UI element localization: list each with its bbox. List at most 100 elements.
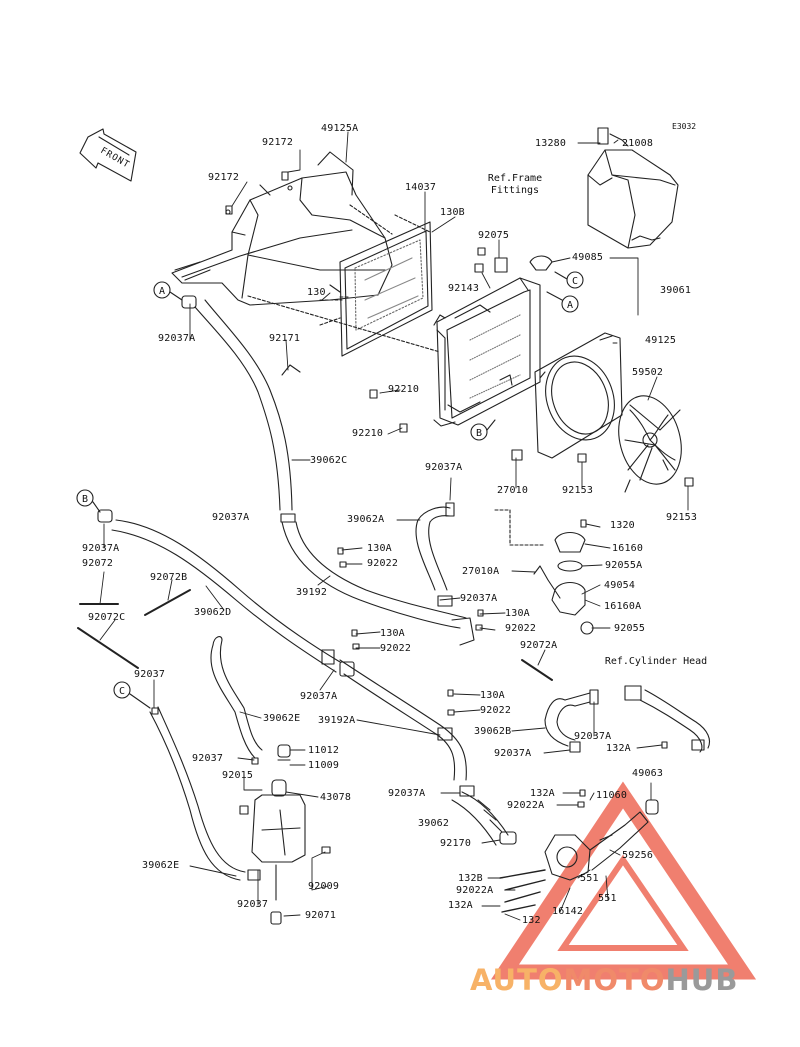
part-label: 92037A: [460, 593, 498, 604]
part-label: 59502: [632, 367, 664, 378]
part-label: 132A: [448, 900, 473, 911]
watermark-triangle: [490, 781, 757, 980]
part-label: 92037A: [574, 731, 612, 742]
part-label: 43078: [320, 792, 352, 803]
part-label: 39062: [418, 818, 450, 829]
part-label: 92153: [666, 512, 698, 523]
ref-frame-fittings: Ref.Frame Fittings: [487, 173, 543, 196]
part-label: 49063: [632, 768, 664, 779]
part-label: 92037A: [212, 512, 250, 523]
part-label: 130A: [505, 608, 530, 619]
part-label: 92072: [82, 558, 114, 569]
part-label: 92170: [440, 838, 472, 849]
part-label: 130A: [380, 628, 405, 639]
part-label: 92022A: [456, 885, 494, 896]
watermark-part2: MOTO: [563, 963, 666, 997]
part-label: 92037A: [82, 543, 120, 554]
part-label: 1320: [610, 520, 635, 531]
part-label: 92143: [448, 283, 480, 294]
frame-fittings: [587, 127, 679, 249]
part-label: 130A: [480, 690, 505, 701]
part-label: 49125: [645, 335, 677, 346]
part-label: 130B: [440, 207, 465, 218]
part-label: 132B: [458, 873, 483, 884]
part-label: 39062E: [142, 860, 180, 871]
part-label: 11012: [308, 745, 340, 756]
part-label: 92037A: [425, 462, 463, 473]
part-label: 16160: [612, 543, 644, 554]
hose-39192a: [339, 659, 467, 781]
callout-a-right: A: [567, 300, 573, 311]
part-label: 27010A: [462, 566, 500, 577]
part-label: 92022: [367, 558, 399, 569]
part-label: 132: [522, 915, 541, 926]
part-label: 21008: [622, 138, 654, 149]
part-label: 92153: [562, 485, 594, 496]
part-label: 49054: [604, 580, 636, 591]
part-label: 13280: [535, 138, 567, 149]
diagram-code: E3032: [672, 122, 697, 131]
part-label: 92037A: [300, 691, 338, 702]
hose-right: [624, 685, 711, 753]
part-label: 39062D: [194, 607, 232, 618]
part-label: 92171: [269, 333, 301, 344]
part-label: 39192A: [318, 715, 356, 726]
part-label: 551: [598, 893, 617, 904]
fan-shroud: [534, 332, 623, 459]
callout-circles: [76, 271, 584, 709]
air-duct: [171, 151, 393, 306]
part-label: 92072C: [88, 612, 126, 623]
part-label: 551: [580, 873, 599, 884]
part-label: 11009: [308, 760, 340, 771]
callout-b-right: B: [476, 428, 482, 439]
hose-39062b: [544, 689, 599, 753]
hardware-parts: [77, 171, 694, 913]
part-label: 92072B: [150, 572, 188, 583]
part-label: 92022: [480, 705, 512, 716]
part-label: 49085: [572, 252, 604, 263]
watermark-part3: HUB: [665, 963, 739, 997]
part-label: 92210: [388, 384, 420, 395]
part-label: 92022A: [507, 800, 545, 811]
part-label: 92055A: [605, 560, 643, 571]
part-label: 16142: [552, 906, 584, 917]
part-label: 92055: [614, 623, 646, 634]
hose-39062e-left: [149, 706, 261, 881]
part-label: 92037A: [494, 748, 532, 759]
hose-39062c: [181, 295, 293, 511]
part-label: 16160A: [604, 601, 642, 612]
part-label: 11060: [596, 790, 628, 801]
part-label: 92037: [192, 753, 224, 764]
part-label: 27010: [497, 485, 529, 496]
part-label: 39062A: [347, 514, 385, 525]
hose-39062: [451, 785, 517, 846]
part-label: 39192: [296, 587, 328, 598]
reservoir-tank: [239, 744, 331, 925]
part-label: 92015: [222, 770, 254, 781]
part-label: 130: [307, 287, 326, 298]
part-label: 39062E: [263, 713, 301, 724]
thermostat-housing: [494, 509, 594, 635]
part-label: 92072A: [520, 640, 558, 651]
hose-39062d: [97, 509, 341, 673]
water-pump: [544, 799, 659, 881]
part-label: 14037: [405, 182, 437, 193]
part-label: 92037: [237, 899, 269, 910]
part-label: 92037: [134, 669, 166, 680]
callout-c-left: C: [119, 686, 125, 697]
part-label: 92037A: [388, 788, 426, 799]
hose-39192: [280, 513, 475, 646]
hose-39062e-top: [210, 636, 263, 759]
part-label: 39061: [660, 285, 692, 296]
part-label: 92210: [352, 428, 384, 439]
part-label: 132A: [530, 788, 555, 799]
part-label: 92037A: [158, 333, 196, 344]
radiator-screen: [339, 221, 433, 357]
part-label: 132A: [606, 743, 631, 754]
part-label: 92009: [308, 881, 340, 892]
part-label: 39062C: [310, 455, 348, 466]
part-label: 59256: [622, 850, 654, 861]
part-label: 92172: [208, 172, 240, 183]
